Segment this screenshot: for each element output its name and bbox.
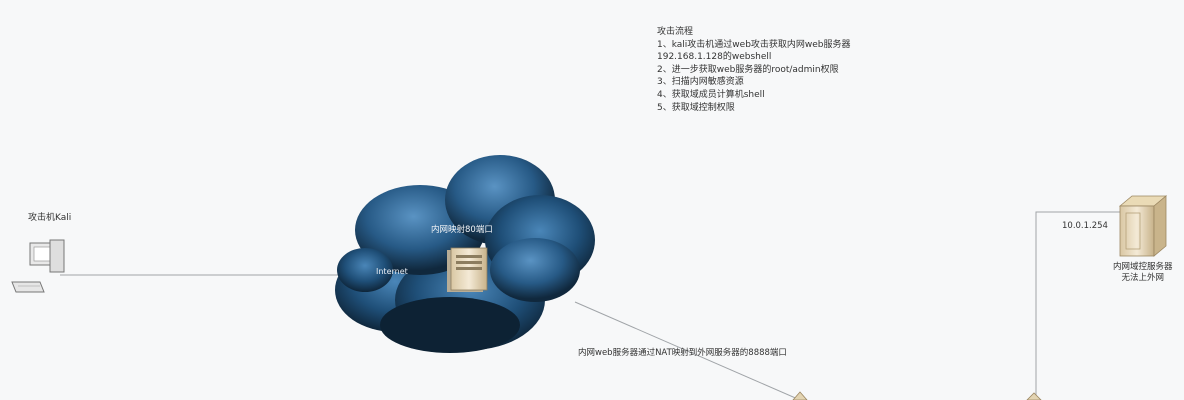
internal-server-label-line2: 无法上外网 xyxy=(1113,273,1173,284)
internal-server-label-line1: 内网域控服务器 xyxy=(1113,262,1173,273)
internet-label: Internet xyxy=(376,266,408,278)
step-item: 5、获取域控制权限 xyxy=(657,102,851,115)
desktop-computer-icon xyxy=(12,240,64,292)
domain-member-icon xyxy=(1027,393,1041,400)
nat-server-icon xyxy=(793,392,807,400)
step-item: 3、扫描内网敏感资源 xyxy=(657,76,851,89)
attack-steps: 攻击流程 1、kali攻击机通过web攻击获取内网web服务器 192.168.… xyxy=(657,26,851,114)
step-item: 4、获取域成员计算机shell xyxy=(657,89,851,102)
step-item: 192.168.1.128的webshell xyxy=(657,51,851,64)
step-item: 1、kali攻击机通过web攻击获取内网web服务器 xyxy=(657,39,851,52)
cloud-port-label: 内网映射80端口 xyxy=(431,224,493,236)
kali-label: 攻击机Kali xyxy=(28,212,71,224)
step-item: 2、进一步获取web服务器的root/admin权限 xyxy=(657,64,851,77)
server-icon xyxy=(447,248,487,292)
internal-ip-label: 10.0.1.254 xyxy=(1062,220,1108,232)
internal-server-label: 内网域控服务器 无法上外网 xyxy=(1113,262,1173,284)
steps-title: 攻击流程 xyxy=(657,26,851,39)
link-internal-server xyxy=(1036,212,1120,400)
nat-label: 内网web服务器通过NAT映射到外网服务器的8888端口 xyxy=(578,347,787,359)
server-tower-icon xyxy=(1120,196,1166,256)
